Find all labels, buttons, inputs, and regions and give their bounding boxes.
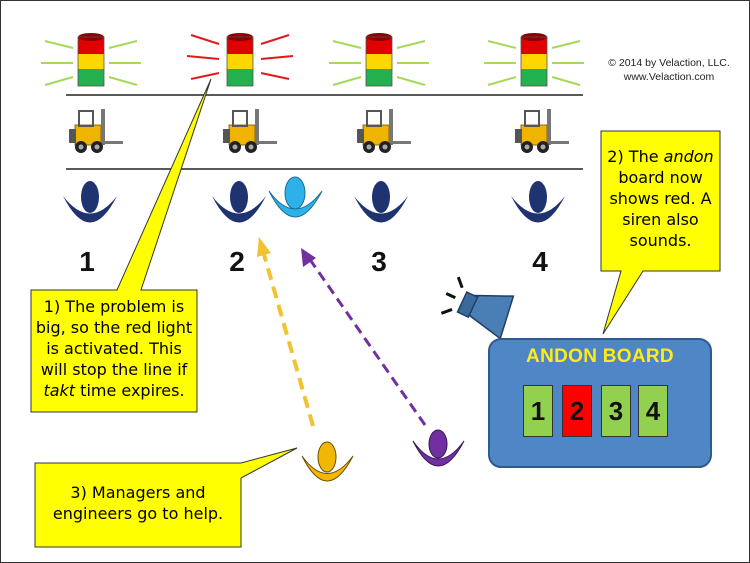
station-number-4: 4 [532,246,548,277]
forklift-icon [515,109,569,153]
copyright: © 2014 by Velaction, LLC. www.Velaction.… [599,56,739,84]
manager-icon-gold [301,441,354,482]
copyright-line-1: © 2014 by Velaction, LLC. [608,57,730,69]
callout-board-status-shape [600,130,721,335]
callout-board-line: shows red. A [609,189,712,208]
stack-light-1 [77,33,105,87]
callout-managers-text: 3) Managers and engineers go to help. [37,482,239,524]
stack-light-4 [520,33,548,87]
copyright-line-2: www.Velaction.com [623,71,715,83]
station-number-3: 3 [371,246,387,277]
callout-problem-line-rest: time expires. [75,381,185,400]
helper-worker-icon [268,176,323,218]
light-rays-4 [484,40,584,86]
worker-icon-3 [354,181,408,223]
callout-problem-line: is activated. This [46,339,182,358]
arrow-purple [301,248,427,426]
takt-term: takt [43,381,76,400]
callout-problem-line: 1) The problem is [43,297,185,316]
callout-managers-line: engineers go to help. [52,504,224,523]
callout-problem-text: 1) The problem is big, so the red light … [33,296,195,401]
callout-problem-line: will stop the line if [40,360,188,379]
callout-problem-line: big, so the red light [35,318,193,337]
forklift-icon [69,109,123,153]
callout-board-line: board now [618,168,703,187]
manager-icon-purple [412,429,465,467]
andon-board-title: ANDON BOARD [526,346,674,367]
callout-board-status-text: 2) The andon board now shows red. A sire… [603,146,718,251]
andon-tile-2: 2 [562,385,592,437]
stack-light-2 [226,33,254,87]
callout-managers-line: 3) Managers and [70,483,206,502]
station-number-1: 1 [79,246,95,277]
callout-board-line: siren also [622,210,699,229]
station-number-2: 2 [229,246,245,277]
light-rays-1 [41,40,141,86]
arrow-gold [257,237,315,427]
worker-icon-2 [212,181,266,223]
andon-tile-1: 1 [523,385,553,437]
siren-icon [440,276,515,340]
andon-tile-4: 4 [638,385,668,437]
callout-managers-shape [34,447,298,548]
callout-problem-shape [30,78,212,413]
callout-board-line: sounds. [629,231,692,250]
andon-tile-3: 3 [601,385,631,437]
stack-light-3 [365,33,393,87]
callout-problem-line: takt time expires. [33,380,195,401]
callout-board-line: 2) The andon [603,146,718,167]
forklift-icon [223,109,277,153]
light-rays-2 [186,34,294,80]
worker-icon-4 [511,181,565,223]
andon-term: andon [663,147,714,166]
callout-board-line-pre: 2) The [607,147,664,166]
worker-icon-1 [63,181,117,223]
light-rays-3 [329,40,429,86]
forklift-icon [357,109,411,153]
